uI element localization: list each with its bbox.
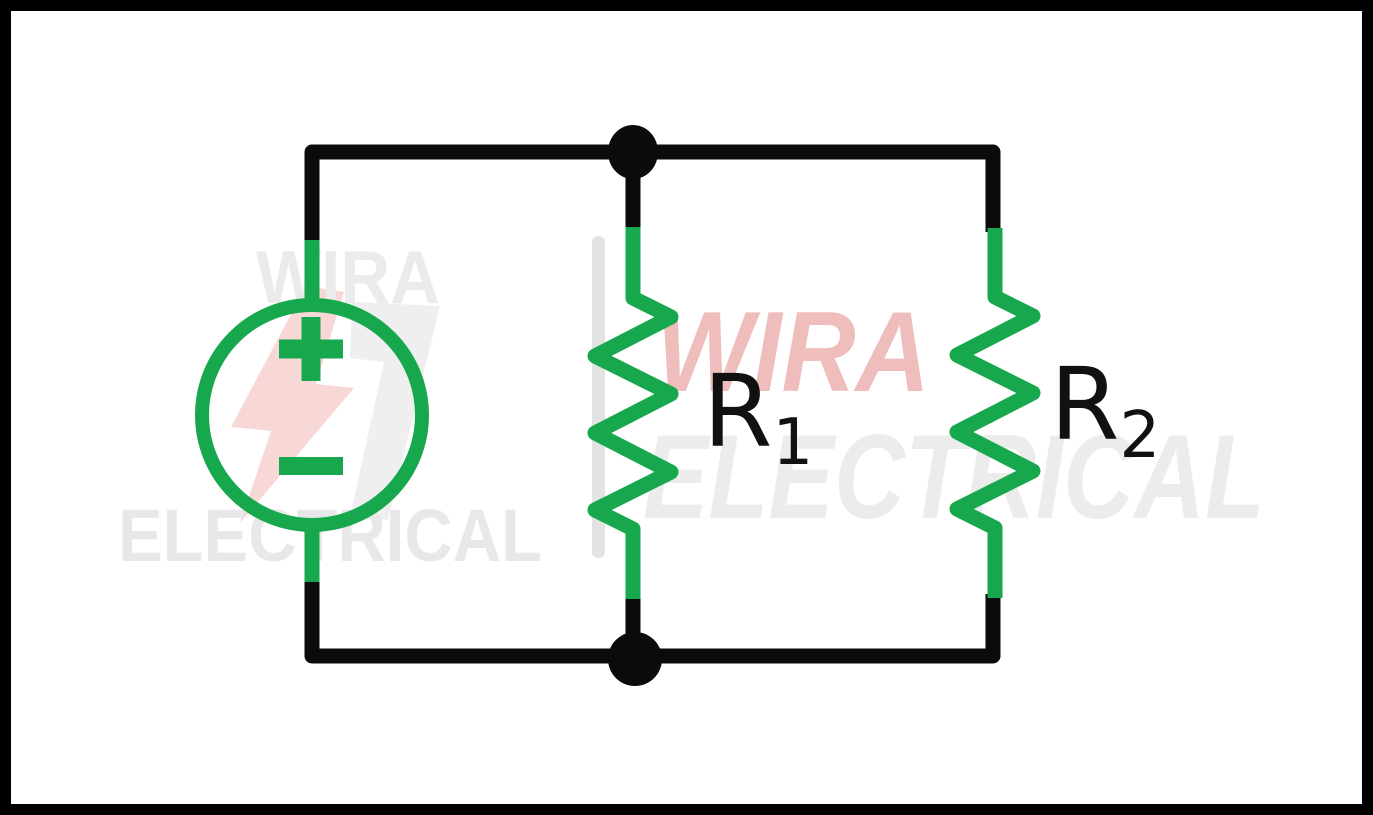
- label-r2-base: R: [1050, 346, 1119, 463]
- watermark-separator-bar: [592, 236, 605, 558]
- watermark-electrical-upright: ELECTRICAL: [118, 494, 542, 577]
- watermark-layer: WIRA ELECTRICAL WIRA ELECTRICAL: [118, 235, 1265, 577]
- source-circle: [195, 298, 429, 532]
- node-bottom: [608, 632, 662, 686]
- label-r2-subscript: 2: [1119, 399, 1161, 473]
- label-r1-subscript: 1: [772, 406, 814, 480]
- label-r2: R2: [1050, 355, 1160, 469]
- resistor-r2: [949, 228, 1041, 598]
- label-r1: R1: [703, 362, 813, 476]
- watermark-wira-red-italic: WIRA: [656, 289, 930, 416]
- source-plus-sign: [279, 317, 343, 381]
- label-r1-base: R: [703, 353, 772, 470]
- circuit-layer: [195, 125, 1041, 686]
- resistor-r1: [587, 227, 679, 599]
- logo-bolt-gray: [350, 302, 440, 520]
- voltage-source: [195, 240, 429, 582]
- node-top: [608, 125, 658, 179]
